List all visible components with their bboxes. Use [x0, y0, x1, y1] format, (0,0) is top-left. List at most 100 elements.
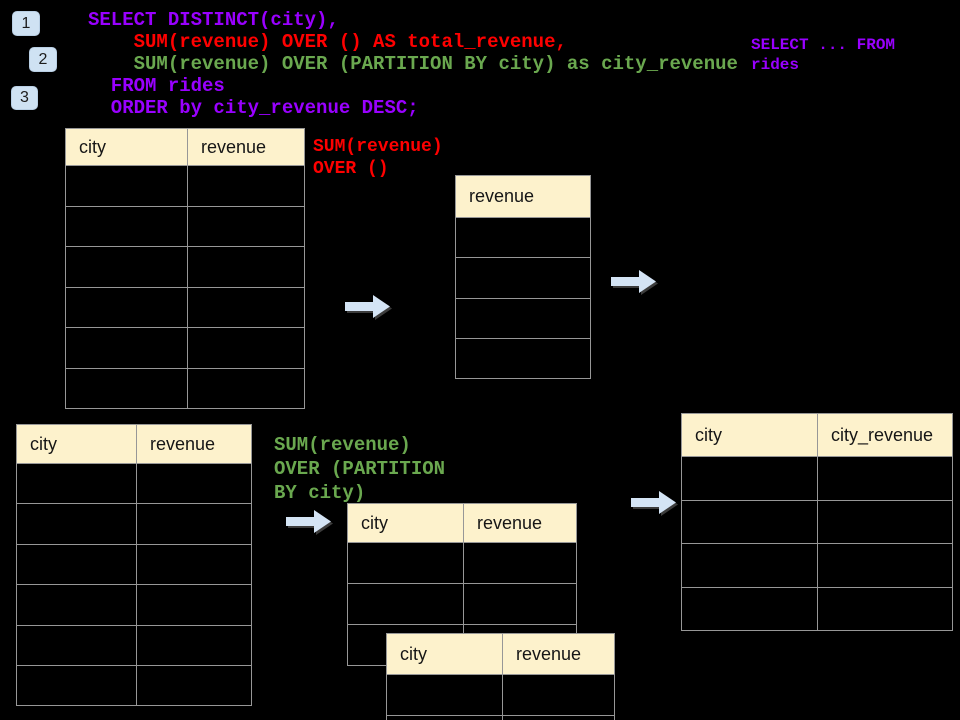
empty-cell — [455, 297, 591, 339]
table-row — [347, 583, 577, 625]
empty-cell — [65, 286, 188, 328]
text-line: OVER (PARTITION — [274, 458, 446, 480]
text-line: SELECT DISTINCT(city), — [88, 9, 339, 31]
text-line: SELECT ... FROM — [751, 36, 896, 54]
empty-cell — [681, 456, 818, 501]
table-row — [16, 624, 252, 666]
empty-cell — [187, 165, 305, 207]
table-row — [681, 499, 953, 544]
table-row — [16, 664, 252, 707]
empty-cell — [187, 327, 305, 369]
table-row — [681, 456, 953, 501]
empty-cell — [463, 542, 577, 584]
column-header: revenue — [463, 503, 577, 543]
table-row — [16, 462, 252, 505]
table-row — [455, 257, 591, 299]
text-line: SUM(revenue) OVER (PARTITION BY city) as… — [88, 53, 738, 75]
empty-cell — [817, 586, 953, 631]
empty-cell — [187, 246, 305, 288]
table-row — [455, 216, 591, 259]
empty-cell — [16, 664, 137, 707]
table-total-revenue-result: revenue — [455, 175, 591, 380]
table-row — [455, 337, 591, 380]
column-header: city — [16, 424, 137, 464]
column-header: city — [681, 413, 818, 457]
arrow-right-icon — [286, 509, 332, 534]
empty-cell — [817, 543, 953, 588]
table-row — [65, 367, 305, 409]
column-header: revenue — [502, 633, 615, 675]
empty-cell — [347, 542, 464, 584]
sql-query-code: SELECT DISTINCT(city), SUM(revenue) OVER… — [88, 9, 738, 119]
text-line: SUM(revenue) — [274, 434, 411, 456]
table-row — [65, 327, 305, 369]
column-header: city — [386, 633, 503, 675]
table-row — [16, 503, 252, 545]
empty-cell — [16, 624, 137, 666]
text-line: SUM(revenue) OVER () AS total_revenue, — [88, 31, 567, 53]
empty-cell — [455, 216, 591, 259]
text-line: SUM(revenue) — [313, 137, 443, 157]
empty-cell — [681, 586, 818, 631]
table-row — [16, 543, 252, 586]
column-header: city — [347, 503, 464, 543]
empty-cell — [16, 584, 137, 626]
empty-cell — [502, 674, 615, 716]
empty-cell — [817, 456, 953, 501]
text-line: OVER () — [313, 159, 389, 179]
column-header: revenue — [455, 175, 591, 218]
text-line: FROM rides — [88, 75, 225, 97]
empty-cell — [386, 674, 503, 716]
empty-cell — [65, 165, 188, 207]
step-badge-3: 3 — [11, 86, 38, 110]
column-header: revenue — [136, 424, 252, 464]
empty-cell — [16, 543, 137, 586]
text-line: ORDER by city_revenue DESC; — [88, 97, 419, 119]
step-badge-1: 1 — [12, 11, 40, 36]
empty-cell — [136, 462, 252, 505]
empty-cell — [136, 664, 252, 707]
step-badge-2: 2 — [29, 47, 57, 72]
empty-cell — [681, 499, 818, 544]
table-row — [65, 165, 305, 207]
column-header: revenue — [187, 128, 305, 166]
empty-cell — [455, 337, 591, 380]
table-row — [681, 543, 953, 588]
empty-cell — [463, 583, 577, 625]
total-revenue-annotation: SUM(revenue)OVER () — [313, 136, 443, 180]
empty-cell — [455, 257, 591, 299]
empty-cell — [187, 286, 305, 328]
empty-cell — [347, 583, 464, 625]
text-line: BY city) — [274, 482, 366, 504]
select-from-rides-note: SELECT ... FROM rides — [751, 35, 895, 75]
empty-cell — [386, 715, 503, 720]
text-line: rides — [751, 56, 800, 74]
empty-cell — [65, 327, 188, 369]
empty-cell — [16, 462, 137, 505]
column-header: city_revenue — [817, 413, 953, 457]
empty-cell — [502, 715, 615, 720]
empty-cell — [681, 543, 818, 588]
arrow-right-icon — [345, 294, 391, 319]
empty-cell — [187, 367, 305, 409]
table-row — [455, 297, 591, 339]
empty-cell — [65, 367, 188, 409]
empty-cell — [136, 503, 252, 545]
empty-cell — [16, 503, 137, 545]
table-row — [65, 205, 305, 247]
empty-cell — [187, 205, 305, 247]
empty-cell — [136, 543, 252, 586]
table-row — [16, 584, 252, 626]
table-row — [347, 542, 577, 584]
